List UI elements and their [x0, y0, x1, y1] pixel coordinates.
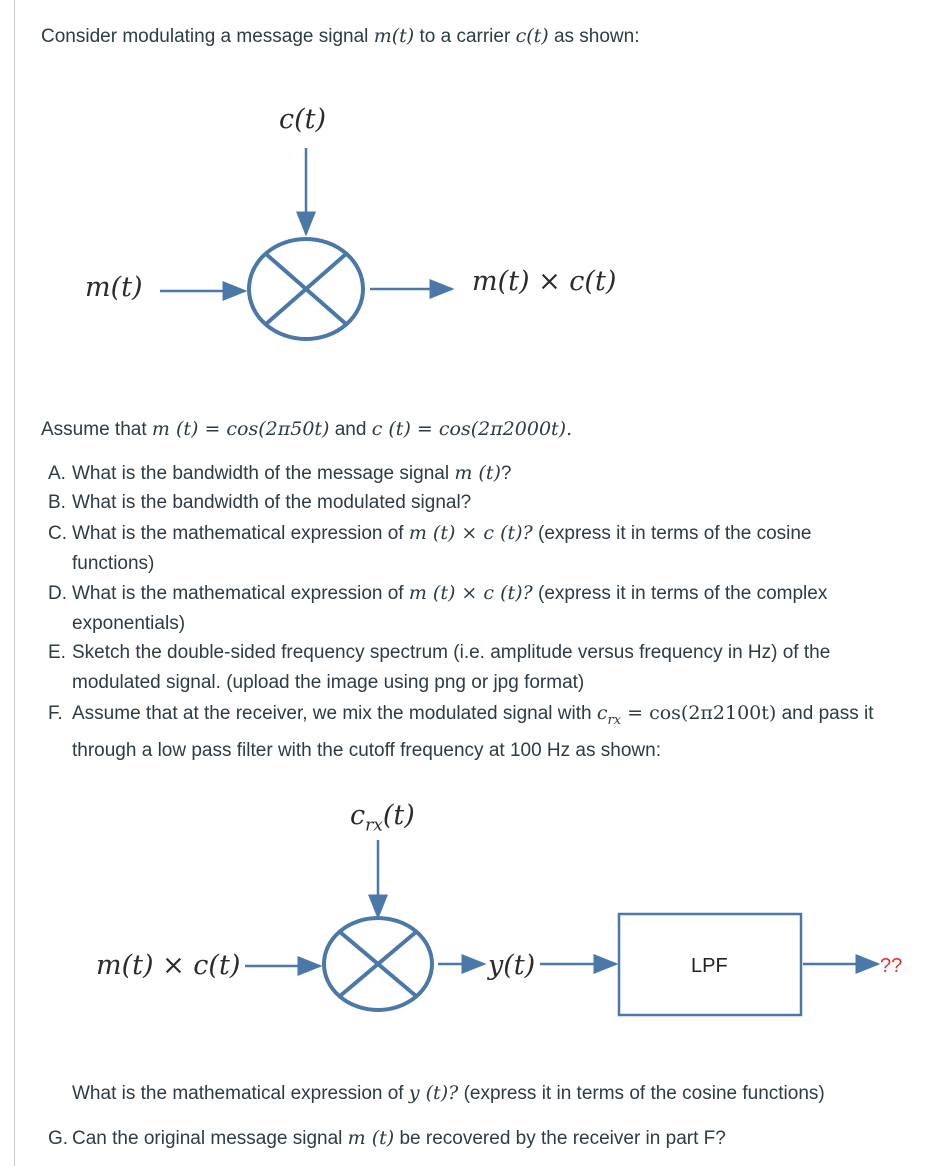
- mixer-cross-b: [264, 252, 348, 326]
- question-c-letter: C.: [48, 523, 67, 544]
- followup-math: y (t)?: [408, 1082, 459, 1104]
- followup-text: What is the mathematical expression of: [72, 1083, 404, 1104]
- diagram2-mid-label: y(t): [488, 950, 536, 981]
- lpf-box: [617, 912, 803, 1017]
- question-a-math: m (t): [454, 462, 501, 484]
- question-c-math: m (t) × c (t)?: [408, 522, 533, 544]
- diagram1-carrier-label: c(t): [279, 104, 327, 135]
- intro-sentence: Consider modulating a message signal m(t…: [41, 24, 640, 49]
- intro-text: Consider modulating a message signal: [41, 26, 369, 47]
- diagram1-output-label: m(t) × c(t): [472, 266, 617, 297]
- question-g: G.Can the original message signal m (t) …: [48, 1123, 726, 1154]
- diagram1: [160, 148, 455, 341]
- rx-mixer-circle: [322, 916, 434, 1012]
- assume-text: Assume that: [41, 419, 147, 440]
- mixer-circle: [247, 237, 365, 341]
- intro-c: c(t): [515, 25, 549, 47]
- question-d-text: What is the mathematical expression of: [72, 583, 404, 604]
- question-c-line2: functions): [72, 553, 155, 574]
- left-border: [14, 0, 15, 1166]
- question-b-text: What is the bandwidth of the modulated s…: [72, 492, 472, 513]
- question-g-math: m (t): [347, 1127, 395, 1149]
- diagram2-input-label: m(t) × c(t): [96, 950, 241, 981]
- diagram1-input-label: m(t): [85, 272, 143, 303]
- question-d-line2: exponentials): [72, 613, 186, 634]
- diagram2: [245, 840, 881, 1017]
- diagram2-carrier-label: crx(t): [350, 800, 415, 836]
- unknown-output-label: ??: [880, 955, 903, 977]
- question-a: A. What is the bandwidth of the message s…: [48, 458, 511, 489]
- question-f-math: c: [596, 702, 608, 724]
- intro-text-mid: to a carrier: [419, 26, 511, 47]
- question-g-text: Can the original message signal: [72, 1128, 343, 1149]
- question-f-text: Assume that at the receiver, we mix the …: [72, 703, 592, 724]
- question-c-tail: (express it in terms of the cosine: [538, 523, 812, 544]
- question-d-tail: (express it in terms of the complex: [538, 583, 828, 604]
- question-d: D.What is the mathematical expression of…: [48, 578, 908, 639]
- lpf-label: LPF: [691, 955, 728, 977]
- question-e: E. Sketch the double-sided frequency spec…: [48, 638, 918, 698]
- intro-text-after: as shown:: [553, 26, 640, 47]
- question-c: C.What is the mathematical expression of…: [48, 518, 908, 579]
- question-f: F. Assume that at the receiver, we mix th…: [48, 698, 918, 766]
- question-a-text: What is the bandwidth of the message sig…: [72, 463, 450, 484]
- question-f-tail: and pass it: [781, 703, 874, 724]
- question-f-sub: rx: [607, 712, 622, 728]
- question-d-letter: D.: [48, 583, 67, 604]
- followup-question: What is the mathematical expression of y…: [72, 1078, 825, 1109]
- question-e-letter: E.: [48, 642, 66, 663]
- rx-mixer-cross-b: [338, 930, 418, 998]
- question-g-letter: G.: [48, 1128, 69, 1149]
- question-a-letter: A.: [48, 463, 66, 484]
- assume-c-eq: c (t) = cos(2π2000t).: [371, 418, 573, 440]
- question-e-line2: modulated signal. (upload the image usin…: [72, 672, 585, 693]
- question-b-letter: B.: [48, 492, 66, 513]
- question-g-tail: be recovered by the receiver in part F?: [399, 1128, 726, 1149]
- question-d-math: m (t) × c (t)?: [408, 582, 533, 604]
- assume-m-eq: m (t) = cos(2π50t): [151, 418, 330, 440]
- assume-and: and: [334, 419, 367, 440]
- question-c-text: What is the mathematical expression of: [72, 523, 404, 544]
- assume-sentence: Assume that m (t) = cos(2π50t) and c (t)…: [41, 417, 572, 442]
- question-f-math2: = cos(2π2100t): [621, 702, 777, 724]
- question-f-letter: F.: [48, 703, 63, 724]
- question-a-tail: ?: [500, 463, 512, 484]
- question-b: B. What is the bandwidth of the modulated…: [48, 488, 471, 518]
- question-e-text: Sketch the double-sided frequency spectr…: [72, 642, 831, 663]
- question-f-line2: through a low pass filter with the cutof…: [72, 739, 661, 761]
- followup-tail: (express it in terms of the cosine funct…: [463, 1083, 825, 1104]
- intro-m: m(t): [373, 25, 415, 47]
